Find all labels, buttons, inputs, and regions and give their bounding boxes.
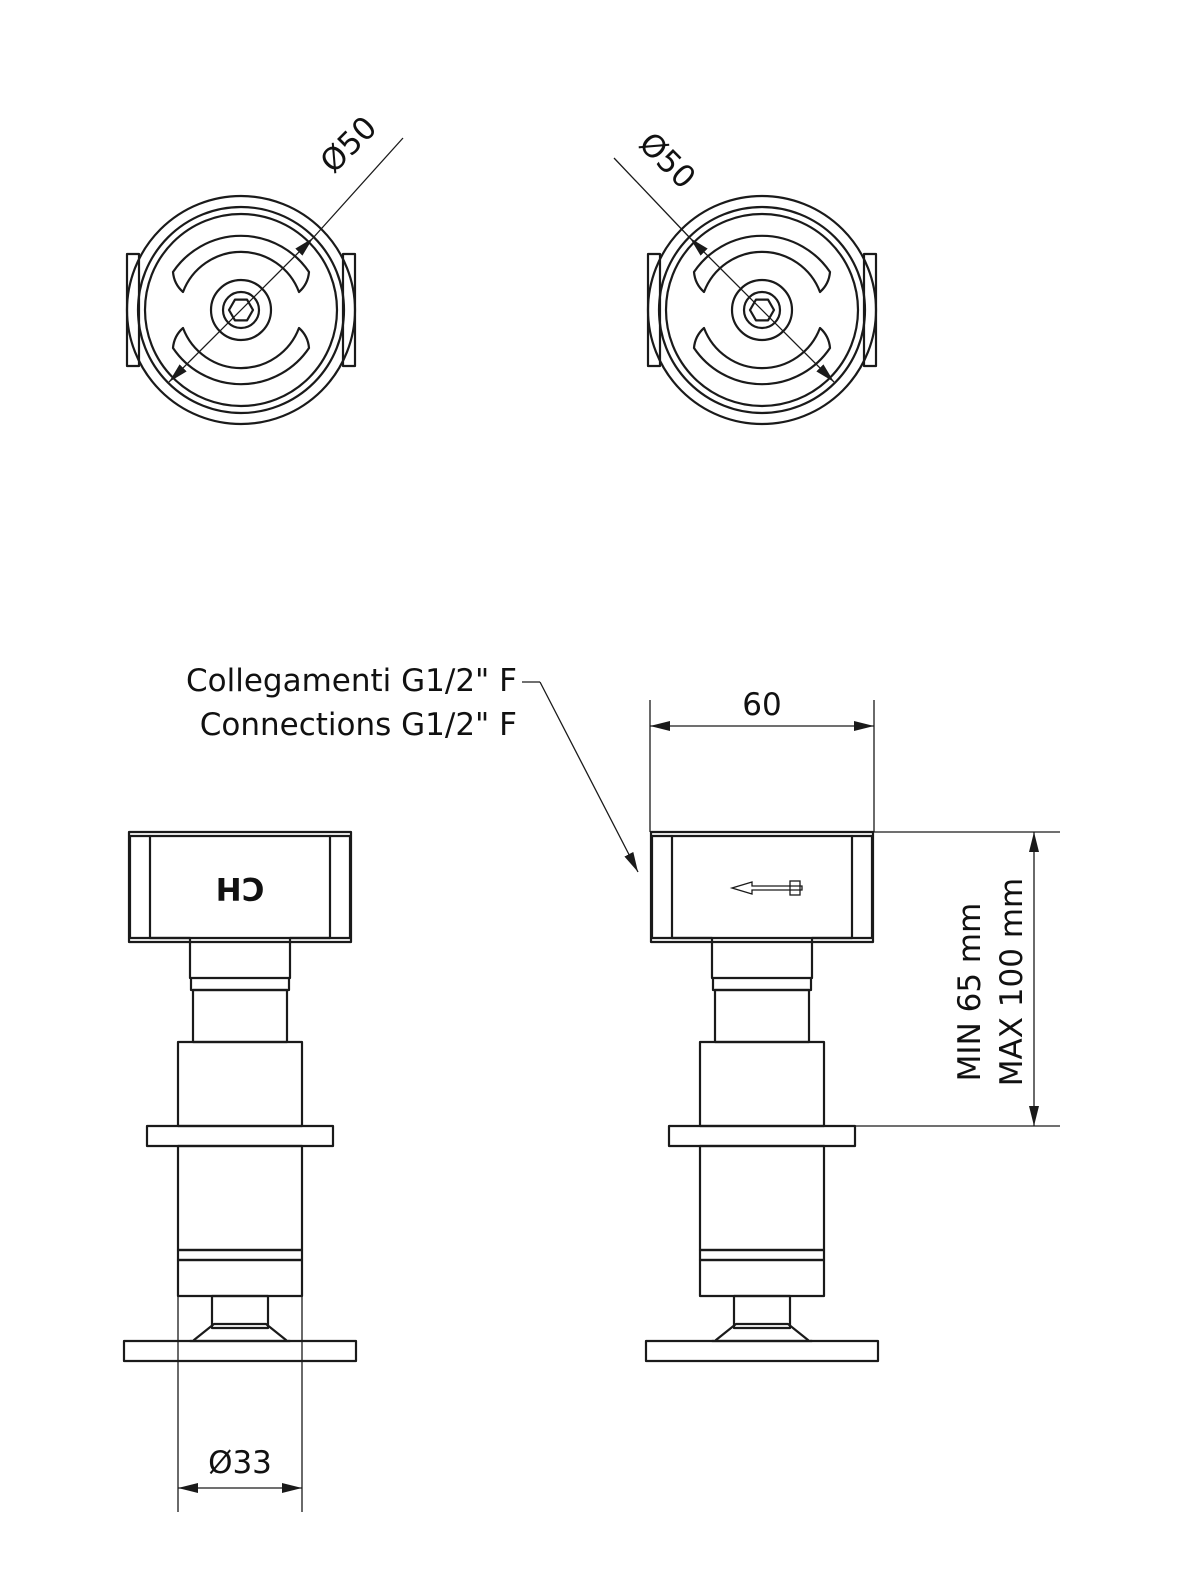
callout-line-english: Connections G1/2" F [200, 707, 517, 743]
body-mark-ch: CH [216, 870, 265, 906]
top-right-diameter-label: Ø50 [632, 126, 703, 197]
height-min-label: MIN 65 mm [952, 903, 988, 1082]
callout-line-italian: Collegamenti G1/2" F [186, 663, 517, 699]
top-left-diameter-label: Ø50 [314, 110, 385, 181]
top-right-handle-view [613, 157, 878, 426]
callout-leader [522, 681, 639, 873]
width-dimension-label: 60 [742, 687, 781, 723]
height-max-label: MAX 100 mm [994, 878, 1030, 1086]
bottom-diameter-label: Ø33 [208, 1445, 272, 1481]
top-left-handle-view [125, 137, 404, 426]
bottom-right-side-view [644, 700, 1060, 1363]
bottom-left-side-view [122, 830, 358, 1512]
